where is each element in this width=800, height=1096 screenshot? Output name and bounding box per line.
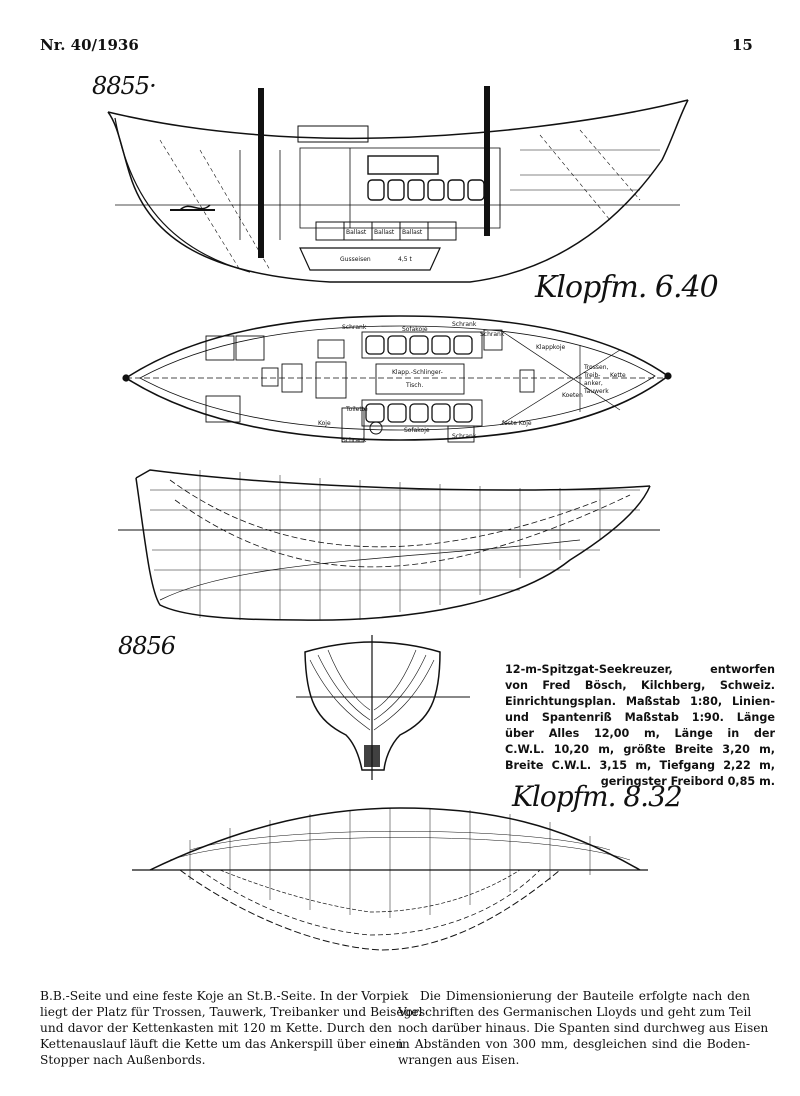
label-sofakoje-1: Sofakoje [402,326,428,333]
accommodation-plan-drawing [122,315,672,443]
label-table-2: Tisch. [406,382,424,389]
drawing-mark-8856: 8856 [118,632,176,660]
body-line: Die Dimensionierung der Bauteile erfolgt… [420,989,750,1003]
caption-line: von Fred Bösch, Kilchberg, Schweiz. [505,679,775,692]
label-tauwerk: Trossen, Treib-anker, Tauwerk [584,364,609,395]
body-line: noch darüber hinaus. Die Spanten sind du… [398,1021,769,1035]
label-ballast-1: Ballast [346,229,367,236]
label-keel-weight: 4,5 t [398,256,412,263]
label-schrank-5: Schrank [452,433,477,440]
profile-section-drawing [107,86,689,283]
figure-caption: 12-m-Spitzgat-Seekreuzer, entworfen von … [505,662,775,790]
label-koeten: Koeten [562,392,583,399]
body-line: liegt der Platz für Trossen, Tauwerk, Tr… [40,1005,423,1019]
caption-line: über Alles 12,00 m, Länge in der [505,727,775,740]
label-schrank-3: Schrank [480,331,505,338]
label-schrank-4: Schrank [342,437,367,444]
body-line: und davor der Kettenkasten mit 120 m Ket… [40,1021,392,1035]
label-schrank-1: Schrank [342,324,367,331]
label-toilette: Toilette [346,406,368,413]
body-line: Kettenauslauf läuft die Kette um das Ank… [40,1037,404,1051]
handwritten-note-1: Klopfm. 6.40 [535,270,719,305]
body-line: B.B.-Seite und eine feste Koje an St.B.-… [40,989,409,1003]
caption-line: 12-m-Spitzgat-Seekreuzer, entworfen [505,663,775,676]
caption-line: Einrichtungsplan. Maßstab 1:80, Linien- [505,695,775,708]
label-klappkoje: Klappkoje [536,344,566,351]
body-line: wrangen aus Eisen. [398,1053,520,1067]
lines-plan-profile-drawing [118,469,660,621]
handwritten-note-2: Klopfm. 8.32 [512,780,683,813]
label-table: Klapp.-Schlinger- [392,369,443,376]
body-plan-sections-drawing [296,635,470,780]
body-text-right-column: Die Dimensionierung der Bauteile erfolgt… [398,988,769,1068]
label-schrank-2: Schrank [452,321,477,328]
label-ballast-3: Ballast [402,229,423,236]
caption-line: C.W.L. 10,20 m, größte Breite 3,20 m, [505,743,775,756]
drawing-mark-8855: 8855· [92,72,157,100]
lines-plan-half-breadth-drawing [132,807,648,951]
caption-line: geringster Freibord 0,85 m. [600,775,775,788]
label-feste-koje: feste Koje [502,420,532,427]
label-ballast-2: Ballast [374,229,395,236]
yacht-drawings [107,86,689,951]
caption-line: und Spantenriß Maßstab 1:90. Länge [505,711,775,724]
label-koje: Koje [318,420,331,427]
label-kette: Kette [610,372,626,379]
body-text-left-column: B.B.-Seite und eine feste Koje an St.B.-… [40,988,423,1068]
page-header-issue: Nr. 40/1936 [40,36,139,54]
body-line: in Abständen von 300 mm, desgleichen sin… [398,1037,750,1051]
label-sofakoje-2: Sofakoje [404,427,430,434]
body-line: Stopper nach Außenbords. [40,1053,206,1067]
label-gusseisen: Gusseisen [340,256,371,263]
page-number: 15 [732,36,753,54]
caption-line: Breite C.W.L. 3,15 m, Tiefgang 2,22 m, [505,759,775,772]
body-line: Vorschriften des Germanischen Lloyds und… [398,1005,752,1019]
